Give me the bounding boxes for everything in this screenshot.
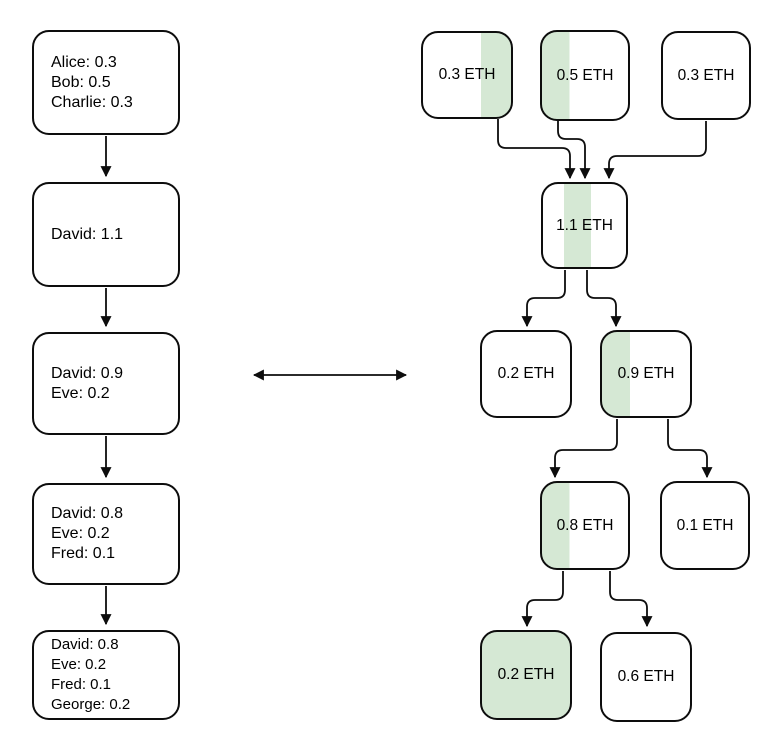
utxo-label: 1.1 ETH [556,216,613,234]
account-state-box-3: David: 0.9 Eve: 0.2 [32,332,180,435]
utxo-label: 0.6 ETH [617,668,675,685]
balance-line: Fred: 0.1 [51,545,116,562]
utxo-box-0-3-eth-a: 0.3 ETH [421,31,513,119]
utxo-label: 0.1 ETH [676,516,734,534]
arrow-utxo05-to-utxo11 [557,121,591,180]
balance-line: David: 0.9 [51,364,124,382]
utxo-label: 0.3 ETH [677,66,735,84]
balance-line: David: 1.1 [51,225,124,243]
balance-line: Eve: 0.2 [51,656,107,673]
account-state-3-lines: David: 0.9 Eve: 0.2 [51,364,123,404]
balance-line: George: 0.2 [51,696,131,713]
balance-line: Eve: 0.2 [51,525,110,542]
utxo-box-0-5-eth: 0.5 ETH [540,30,630,121]
utxo-box-1-1-eth: 1.1 ETH [541,182,628,269]
account-state-box-2: David: 1.1 [32,182,180,287]
arrow-utxo03b-to-utxo11 [603,121,707,180]
utxo-label: 0.3 ETH [438,66,496,83]
utxo-label: 0.9 ETH [617,365,675,382]
utxo-label: 0.2 ETH [497,365,555,382]
arrow-utxo08-to-utxo02b [521,571,564,628]
balance-line: Fred: 0.1 [51,676,112,693]
account-state-box-1: Alice: 0.3 Bob: 0.5 Charlie: 0.3 [32,30,180,135]
utxo-box-0-6-eth: 0.6 ETH [600,632,692,722]
utxo-box-0-9-eth: 0.9 ETH [600,330,692,418]
utxo-box-0-8-eth: 0.8 ETH [540,481,630,570]
arrow-utxo11-to-utxo09 [586,270,622,328]
balance-line: Eve: 0.2 [51,384,110,402]
utxo-label: 0.5 ETH [556,66,614,84]
balance-line: Alice: 0.3 [51,53,117,71]
balance-line: David: 0.8 [51,636,119,653]
arrow-utxo09-to-utxo08 [549,419,618,479]
utxo-label: 0.8 ETH [556,516,614,534]
utxo-box-0-3-eth-b: 0.3 ETH [661,31,751,120]
account-state-2-lines: David: 1.1 [51,225,123,245]
balance-line: David: 0.8 [51,505,124,522]
account-state-box-4: David: 0.8 Eve: 0.2 Fred: 0.1 [32,483,180,585]
balance-line: Charlie: 0.3 [51,93,133,111]
utxo-box-0-2-eth-b: 0.2 ETH [480,630,572,720]
account-state-box-5: David: 0.8 Eve: 0.2 Fred: 0.1 George: 0.… [32,630,180,720]
balance-line: Bob: 0.5 [51,73,111,91]
account-state-4-lines: David: 0.8 Eve: 0.2 Fred: 0.1 [51,504,123,564]
utxo-label: 0.2 ETH [497,666,555,683]
arrow-utxo11-to-utxo02a [521,270,566,328]
utxo-box-0-2-eth-a: 0.2 ETH [480,330,572,418]
account-state-5-lines: David: 0.8 Eve: 0.2 Fred: 0.1 George: 0.… [51,635,130,715]
arrow-utxo03a-to-utxo11 [497,119,576,180]
account-state-1-lines: Alice: 0.3 Bob: 0.5 Charlie: 0.3 [51,53,133,113]
arrow-utxo08-to-utxo06 [609,571,653,628]
arrow-utxo09-to-utxo01 [667,419,713,479]
utxo-box-0-1-eth: 0.1 ETH [660,481,750,570]
